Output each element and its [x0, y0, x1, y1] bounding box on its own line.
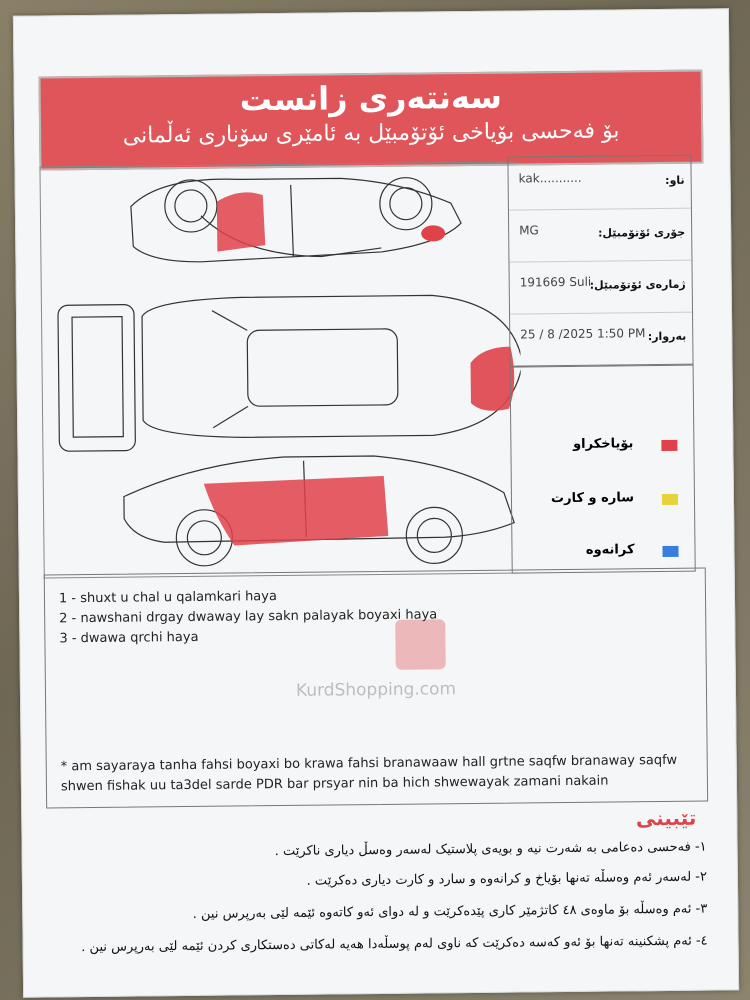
- terms-line: ١- فەحسی دەعامی بە شەرت نیە و بویەی پلاس…: [274, 839, 707, 860]
- info-value-date: 25 / 8 /2025 1:50 PM: [520, 326, 646, 342]
- info-row-date: بەروار: 25 / 8 /2025 1:50 PM: [510, 312, 693, 366]
- vehicle-info-box: ناو: kak........... جۆری ئۆتۆمبێل: MG ژم…: [507, 154, 694, 367]
- center-subtitle: بۆ فەحسی بۆیاخی ئۆتۆمبێل بە ئامێری سۆنار…: [122, 118, 620, 149]
- color-legend: بۆیاخکراو سارە و کارت کرانەوە: [509, 364, 696, 574]
- info-label-plate: ژمارەی ئۆتۆمبێل:: [589, 277, 686, 292]
- car-front-view: [57, 304, 136, 452]
- car-diagram-area: KurdShopping.com: [39, 161, 524, 701]
- painted-area-3: [470, 346, 515, 411]
- legend-removed: کرانەوە: [512, 542, 694, 564]
- note-item: 1 - shuxt u chal u qalamkari haya: [58, 589, 277, 607]
- legend-label-filler: سارە و کارت: [550, 490, 635, 507]
- info-row-model: جۆری ئۆتۆمبێل: MG: [508, 207, 692, 263]
- legend-swatch-blue: [662, 545, 679, 558]
- legend-swatch-red: [661, 439, 678, 452]
- info-label-name: ناو:: [665, 173, 685, 187]
- painted-area-4: [203, 475, 389, 546]
- legend-label-painted: بۆیاخکراو: [572, 436, 634, 452]
- inspection-sheet: سەنتەری زانست بۆ فەحسی بۆیاخی ئۆتۆمبێل ب…: [12, 8, 740, 998]
- info-value-plate: 191669 Suli: [519, 274, 592, 290]
- car-plan-view: [141, 294, 524, 438]
- inspection-notes: 1 - shuxt u chal u qalamkari haya 2 - na…: [43, 567, 709, 809]
- legend-painted: بۆیاخکراو: [511, 436, 693, 458]
- center-title: سەنتەری زانست: [239, 77, 502, 119]
- info-label-date: بەروار:: [647, 329, 687, 344]
- info-row-name: ناو: kak...........: [508, 155, 691, 211]
- legend-label-removed: کرانەوە: [585, 542, 635, 558]
- info-value-model: MG: [519, 223, 539, 238]
- car-diagram: [57, 177, 524, 567]
- note-item: 3 - dwawa qrchi haya: [59, 629, 199, 647]
- info-label-model: جۆری ئۆتۆمبێل:: [597, 225, 686, 240]
- car-side-top-view: [130, 177, 462, 263]
- terms-line: ٢- لەسەر ئەم وەسڵە تەنها بۆیاخ و کرانەوە…: [306, 869, 708, 889]
- painted-area-1: [216, 192, 266, 252]
- info-value-name: kak...........: [518, 170, 582, 186]
- terms-line: ٣- ئەم وەسڵە بۆ ماوەی ٤٨ کاتژمێر کاری پێ…: [192, 901, 708, 922]
- legend-swatch-yellow: [661, 493, 679, 506]
- legend-filler: سارە و کارت: [512, 490, 694, 512]
- note-item: 2 - nawshani drgay dwaway lay sakn palay…: [59, 607, 438, 627]
- painted-area-2: [421, 225, 446, 242]
- terms-line: ٤- ئەم پشکنینە تەنها بۆ ئەو کەسە دەکرێت …: [81, 933, 708, 956]
- info-row-plate: ژمارەی ئۆتۆمبێل: 191669 Suli: [509, 259, 693, 315]
- terms-title: تێبینی: [635, 805, 697, 831]
